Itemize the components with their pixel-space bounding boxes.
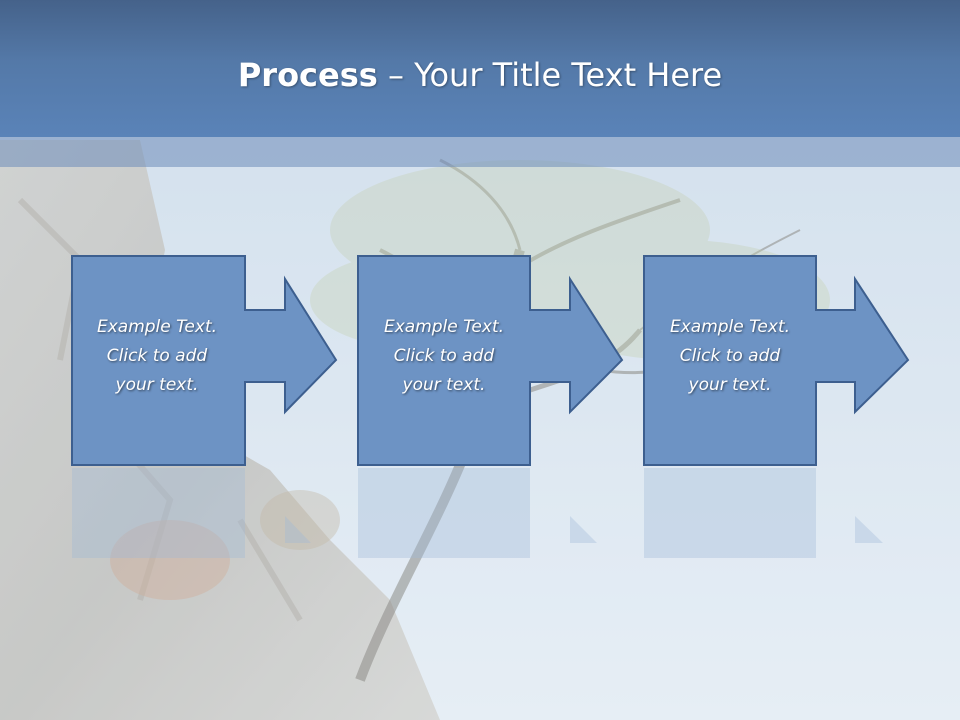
title-bold: Process [237, 56, 378, 94]
title-strip [0, 137, 960, 167]
step-1-shape [71, 255, 338, 466]
step-3-text[interactable]: Example Text. Click to add your text. [669, 317, 791, 395]
title-rest: – Your Title Text Here [377, 56, 723, 94]
step-2-shape [357, 255, 624, 466]
title-bar [0, 0, 960, 137]
step-3-shape [643, 255, 910, 466]
step-1-reflection [71, 468, 371, 558]
step-1-text[interactable]: Example Text. Click to add your text. [96, 317, 218, 395]
step-2-reflection [357, 468, 657, 558]
slide-title[interactable]: Process – Your Title Text Here [0, 52, 960, 98]
step-2-text[interactable]: Example Text. Click to add your text. [383, 317, 505, 395]
process-step-3[interactable]: Example Text. Click to add your text. [643, 255, 943, 470]
step-3-reflection [643, 468, 943, 558]
process-step-2[interactable]: Example Text. Click to add your text. [357, 255, 657, 470]
process-step-1[interactable]: Example Text. Click to add your text. [71, 255, 371, 470]
